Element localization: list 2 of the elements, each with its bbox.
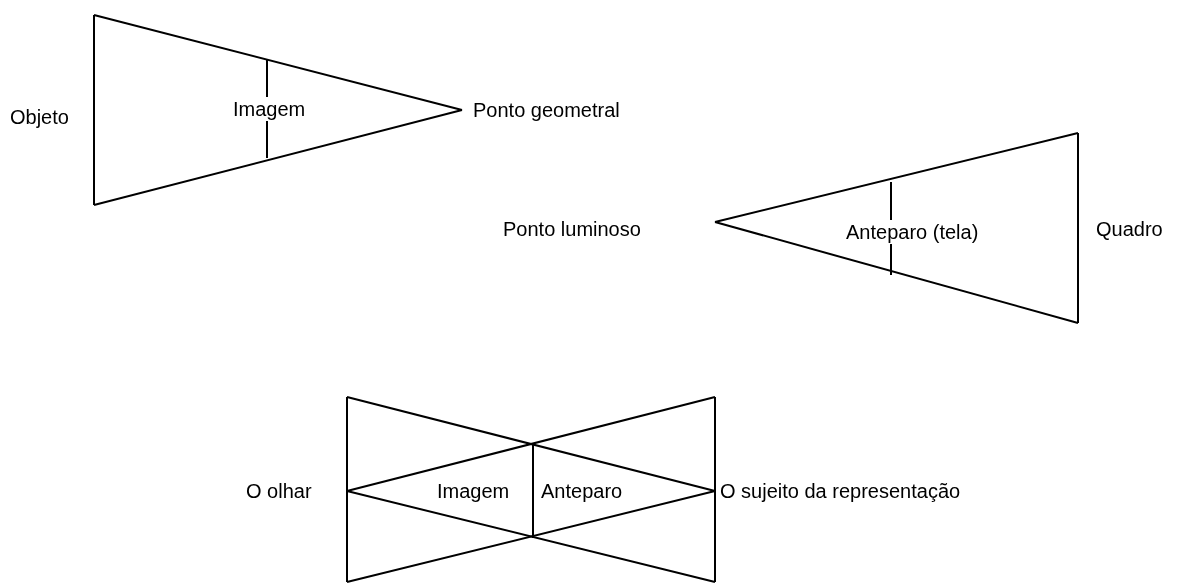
label-text: Imagem xyxy=(233,97,306,121)
label-text: Anteparo (tela) xyxy=(846,220,979,244)
